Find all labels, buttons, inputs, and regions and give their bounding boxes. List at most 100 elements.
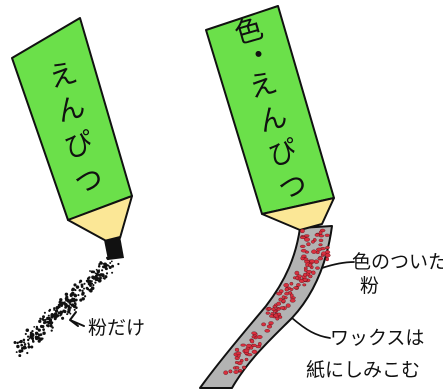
colored-powder-particle [289, 298, 296, 303]
graphite-particle [98, 279, 102, 283]
graphite-particle [53, 308, 56, 311]
graphite-particle [35, 327, 39, 330]
graphite-particle [18, 341, 21, 344]
graphite-particle [42, 331, 46, 335]
graphite-particle [48, 308, 52, 311]
colored-powder-particle [244, 357, 249, 362]
graphite-particle [65, 298, 69, 302]
colored-powder-particle [255, 345, 262, 349]
colored-powder-particle [303, 234, 310, 238]
colored-powder-particle [284, 287, 289, 292]
graphite-particle [47, 316, 51, 321]
colored-powder-particle [318, 238, 324, 243]
colored-powder-particle [289, 281, 294, 286]
colored-powder-particle [296, 283, 301, 287]
graphite-particle [102, 277, 105, 280]
graphite-particle [69, 298, 74, 303]
graphite-particle [74, 289, 77, 292]
graphite-particle [91, 277, 94, 280]
colored-powder-particle [315, 266, 320, 270]
graphite-particle [24, 332, 27, 336]
colored-powder-particle [279, 306, 285, 310]
colored-powder-particle [289, 293, 294, 298]
graphite-particle [39, 333, 43, 336]
powder-callout-line [321, 261, 355, 269]
graphite-particle [75, 285, 80, 289]
colored-powder-particle [256, 335, 263, 339]
colored-powder-particle [228, 369, 233, 374]
graphite-particle [88, 276, 91, 279]
graphite-particle [65, 304, 69, 308]
left-caption-arrow [69, 311, 85, 327]
graphite-particle [66, 313, 69, 316]
graphite-particle [49, 321, 53, 325]
colored-powder-particle [325, 246, 330, 250]
colored-powder-particle [251, 349, 258, 354]
colored-powder-particle [235, 366, 240, 370]
colored-powder-particle [306, 270, 312, 274]
graphite-particle [71, 297, 74, 300]
graphite-particle [31, 339, 35, 342]
graphite-particle [64, 292, 69, 297]
graphite-particle [62, 309, 66, 313]
graphite-particle [23, 343, 27, 346]
colored-powder-particle [285, 303, 291, 308]
graphite-particle [85, 286, 89, 290]
graphite-particle [34, 335, 38, 339]
graphite-particle [81, 289, 84, 292]
colored-powder-particle [299, 236, 306, 240]
graphite-particle [98, 263, 101, 266]
graphite-particle [58, 305, 61, 309]
graphite-particle [50, 314, 53, 318]
wax-caption-line-2: 紙にしみこむ [306, 359, 420, 381]
graphite-particle [13, 341, 17, 344]
graphite-particle [20, 343, 24, 347]
graphite-particle [104, 275, 108, 279]
colored-powder-particle [300, 248, 307, 253]
colored-powder-particle [308, 274, 313, 279]
graphite-particle [83, 295, 87, 298]
graphite-particle [42, 315, 45, 319]
colored-powder-particle [233, 370, 239, 374]
colored-powder-particle [284, 292, 290, 296]
colored-powder-particle [318, 230, 323, 235]
graphite-particle [39, 337, 43, 341]
graphite-particle [59, 298, 63, 302]
graphite-particle [31, 330, 34, 333]
colored-powder-particles [223, 228, 331, 375]
graphite-particle [89, 270, 91, 272]
graphite-particle [42, 318, 46, 322]
colored-powder-particle [234, 347, 240, 352]
graphite-particle [47, 322, 51, 325]
colored-powder-particle [311, 240, 315, 244]
graphite-particle [60, 302, 64, 306]
colored-powder-particle [265, 311, 270, 315]
colored-powder-particle [299, 244, 306, 248]
graphite-particle [71, 287, 75, 291]
graphite-particle [54, 309, 59, 313]
colored-powder-particle [251, 343, 257, 347]
colored-powder-particle [324, 233, 330, 237]
colored-powder-particle [321, 251, 327, 256]
graphite-particle [80, 283, 84, 287]
graphite-particle [111, 264, 115, 268]
colored-powder-particle [318, 234, 325, 238]
graphite-particle [27, 343, 30, 346]
graphite-particle [106, 257, 110, 261]
graphite-particle [18, 354, 22, 358]
colored-powder-particle [276, 301, 282, 306]
graphite-particle [22, 338, 26, 342]
colored-powder-particle [315, 250, 320, 255]
graphite-particle [79, 298, 83, 302]
graphite-particle [92, 284, 95, 287]
colored-powder-particle [240, 343, 246, 347]
graphite-particle [61, 316, 65, 320]
colored-powder-particle [266, 324, 273, 329]
graphite-particle [25, 328, 30, 332]
colored-powder-particle [300, 228, 305, 234]
graphite-particle [37, 328, 41, 332]
graphite-particle [90, 286, 95, 290]
graphite-particle [43, 311, 46, 314]
graphite-particle [89, 284, 92, 287]
colored-powder-particle [243, 348, 250, 353]
